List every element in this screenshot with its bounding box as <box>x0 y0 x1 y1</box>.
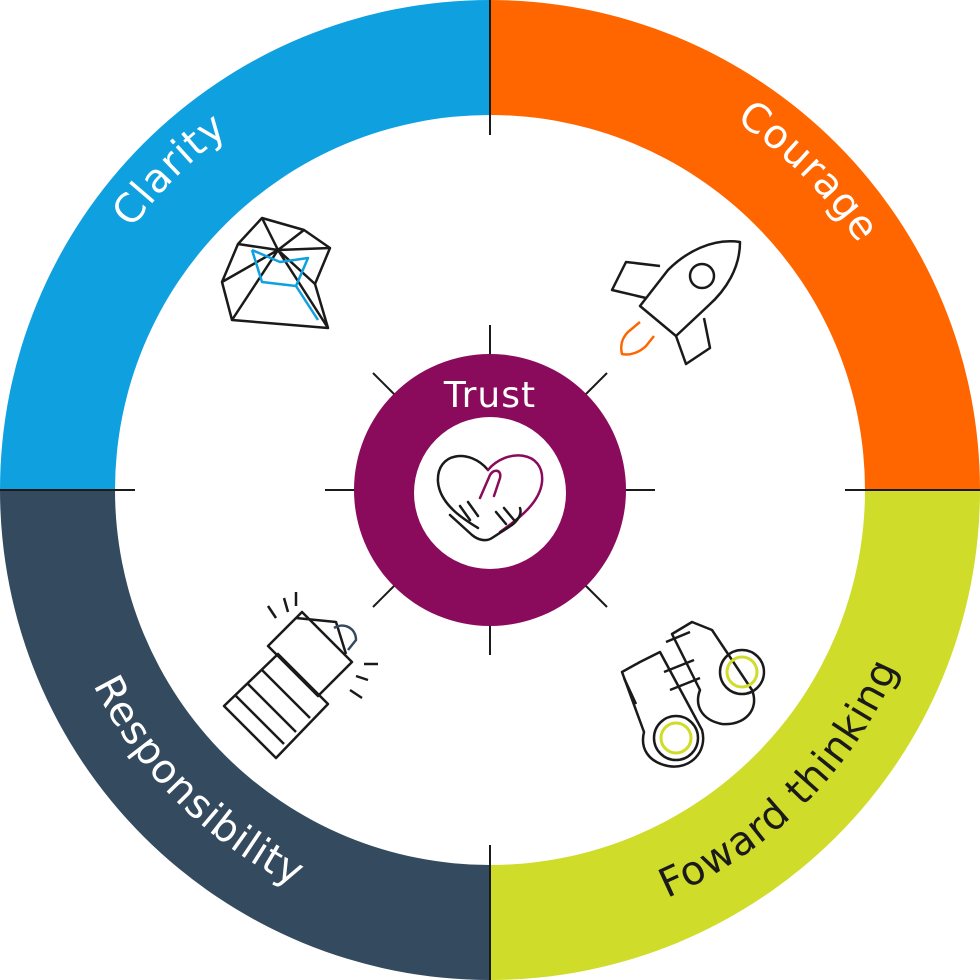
center-inner-circle <box>414 417 566 569</box>
segment-courage <box>490 0 980 490</box>
lighthouse-icon <box>222 592 378 760</box>
segment-responsibility <box>0 490 490 980</box>
center-label: Trust <box>443 375 536 416</box>
segment-clarity <box>0 0 490 490</box>
segment-forward-thinking <box>490 490 980 980</box>
diamond-icon <box>220 216 332 330</box>
heart-handshake-icon <box>436 454 544 542</box>
rocket-icon <box>610 240 742 366</box>
binoculars-icon <box>620 620 766 768</box>
